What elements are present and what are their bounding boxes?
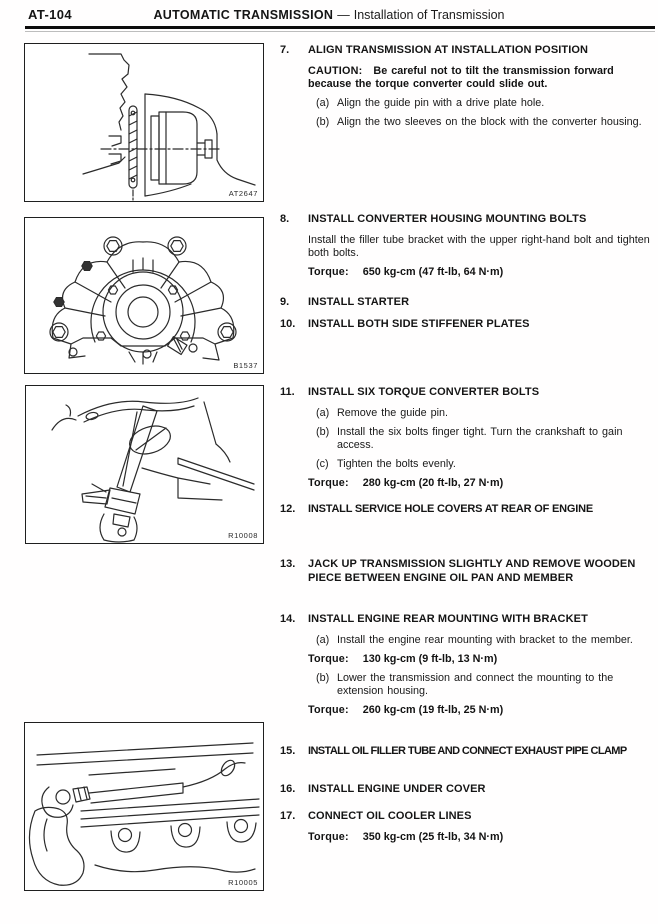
torque-label: Torque:	[308, 830, 349, 843]
torque-value: 260 kg-cm (19 ft-lb, 25 N·m)	[362, 703, 504, 716]
torque-spec: Torque: 280 kg-cm (20 ft-lb, 27 N·m)	[308, 477, 656, 490]
step-number: 15.	[280, 745, 296, 757]
step-number: 17.	[280, 810, 296, 822]
figure-code: B1537	[233, 361, 258, 370]
torque-spec: Torque: 260 kg-cm (19 ft-lb, 25 N·m)	[308, 704, 656, 717]
step-number: 7.	[280, 44, 290, 56]
step-title: INSTALL CONVERTER HOUSING MOUNTING BOLTS	[308, 213, 587, 225]
step-title: INSTALL SERVICE HOLE COVERS AT REAR OF E…	[308, 503, 593, 515]
step-11: 11. INSTALL SIX TORQUE CONVERTER BOLTS (a)…	[279, 386, 656, 490]
step-9: 9. INSTALL STARTER	[279, 296, 656, 317]
step-title: INSTALL STARTER	[308, 296, 410, 308]
subsection-title: Installation of Transmission	[353, 8, 505, 22]
caution-text: Be careful not to tilt the transmission …	[308, 64, 614, 90]
step-number: 12.	[280, 503, 296, 515]
figure-converter-bolts-tool: R10008	[25, 385, 264, 544]
header-rule-shadow	[25, 31, 655, 32]
caution-note: CAUTION:Be careful not to tilt the trans…	[308, 65, 656, 91]
step-number: 14.	[280, 613, 296, 625]
substep-text: Remove the guide pin.	[337, 406, 449, 419]
step-16: 16. INSTALL ENGINE UNDER COVER	[279, 783, 656, 804]
torque-spec: Torque: 130 kg-cm (9 ft-lb, 13 N·m)	[308, 653, 656, 666]
figure-converter-housing: B1537	[24, 217, 264, 374]
torque-value: 130 kg-cm (9 ft-lb, 13 N·m)	[362, 652, 498, 665]
substep-text: Align the two sleeves on the block with …	[337, 115, 642, 128]
figure-code: AT2647	[228, 189, 258, 198]
figure-code: R10005	[228, 878, 258, 887]
step-number: 13.	[280, 558, 296, 570]
torque-value: 280 kg-cm (20 ft-lb, 27 N·m)	[362, 476, 504, 489]
step-number: 10.	[280, 318, 296, 330]
step-title: INSTALL BOTH SIDE STIFFENER PLATES	[308, 318, 530, 330]
substep-text: Install the engine rear mounting with br…	[337, 633, 633, 646]
figure-converter-housing-drawing	[49, 236, 237, 365]
step-title: ALIGN TRANSMISSION AT INSTALLATION POSIT…	[308, 44, 589, 56]
substep-text: Align the guide pin with a drive plate h…	[337, 96, 545, 109]
substep-label: (a)	[316, 406, 330, 419]
torque-value: 650 kg-cm (47 ft-lb, 64 N·m)	[362, 265, 504, 278]
page-header: AT-104 AUTOMATIC TRANSMISSION—Installati…	[0, 0, 658, 30]
step-12: 12. INSTALL SERVICE HOLE COVERS AT REAR O…	[279, 503, 656, 524]
step-substep: (b) Lower the transmission and connect th…	[279, 672, 655, 698]
step-14: 14. INSTALL ENGINE REAR MOUNTING WITH BRA…	[279, 613, 656, 717]
step-7: 7. ALIGN TRANSMISSION AT INSTALLATION POS…	[279, 44, 656, 129]
step-substep: (b) Install the six bolts finger tight. T…	[279, 426, 655, 452]
figure-transmission-alignment-drawing	[82, 53, 256, 201]
step-8: 8. INSTALL CONVERTER HOUSING MOUNTING BOL…	[279, 213, 656, 279]
substep-text: Install the six bolts finger tight. Turn…	[337, 425, 623, 451]
step-substep: (a) Align the guide pin with a drive plat…	[279, 97, 655, 110]
figure-oil-cooler-lines: R10005	[24, 722, 264, 891]
substep-label: (c)	[316, 457, 329, 470]
torque-spec: Torque: 650 kg-cm (47 ft-lb, 64 N·m)	[308, 266, 656, 279]
substep-label: (a)	[316, 633, 330, 646]
figure-code: R10008	[228, 531, 258, 540]
figure-oil-cooler-drawing	[28, 742, 260, 886]
torque-label: Torque:	[308, 652, 349, 665]
substep-label: (b)	[316, 671, 330, 684]
section-title: AUTOMATIC TRANSMISSION	[153, 8, 334, 22]
step-number: 11.	[280, 386, 295, 398]
step-substep: (c) Tighten the bolts evenly.	[279, 458, 655, 471]
step-substep: (a) Remove the guide pin.	[279, 407, 655, 420]
step-title: CONNECT OIL COOLER LINES	[308, 810, 472, 822]
substep-label: (b)	[316, 425, 330, 438]
step-substep: (b) Align the two sleeves on the block wi…	[279, 116, 655, 129]
step-number: 9.	[280, 296, 290, 308]
step-substep: (a) Install the engine rear mounting with…	[279, 634, 655, 647]
substep-label: (b)	[316, 115, 330, 128]
substep-text: Lower the transmission and connect the m…	[337, 671, 614, 697]
caution-label: CAUTION:	[308, 64, 363, 77]
step-number: 8.	[280, 213, 290, 225]
torque-value: 350 kg-cm (25 ft-lb, 34 N·m)	[362, 830, 504, 843]
step-13: 13. JACK UP TRANSMISSION SLIGHTLY AND REM…	[279, 558, 656, 592]
torque-spec: Torque: 350 kg-cm (25 ft-lb, 34 N·m)	[308, 831, 656, 844]
step-title: INSTALL ENGINE REAR MOUNTING WITH BRACKE…	[308, 613, 588, 625]
page-number: AT-104	[28, 7, 73, 22]
torque-label: Torque:	[308, 476, 349, 489]
torque-label: Torque:	[308, 703, 349, 716]
step-15: 15. INSTALL OIL FILLER TUBE AND CONNECT E…	[279, 745, 656, 766]
figure-converter-bolts-drawing	[51, 397, 255, 543]
header-rule	[25, 26, 655, 29]
step-10: 10. INSTALL BOTH SIDE STIFFENER PLATES	[279, 318, 656, 339]
step-title: JACK UP TRANSMISSION SLIGHTLY AND REMOVE…	[308, 558, 636, 584]
substep-label: (a)	[316, 96, 330, 109]
step-17: 17. CONNECT OIL COOLER LINES Torque: 350 kg…	[279, 810, 656, 844]
step-number: 16.	[280, 783, 296, 795]
torque-label: Torque:	[308, 265, 349, 278]
figure-transmission-alignment: AT2647	[24, 43, 264, 202]
substep-text: Tighten the bolts evenly.	[337, 457, 456, 470]
header-title: AUTOMATIC TRANSMISSION—Installation of T…	[0, 8, 658, 22]
title-separator: —	[337, 8, 350, 22]
step-title: INSTALL OIL FILLER TUBE AND CONNECT EXHA…	[308, 745, 627, 757]
step-title: INSTALL SIX TORQUE CONVERTER BOLTS	[308, 386, 540, 398]
step-paragraph: Install the filler tube bracket with the…	[308, 233, 650, 259]
step-title: INSTALL ENGINE UNDER COVER	[308, 783, 486, 795]
